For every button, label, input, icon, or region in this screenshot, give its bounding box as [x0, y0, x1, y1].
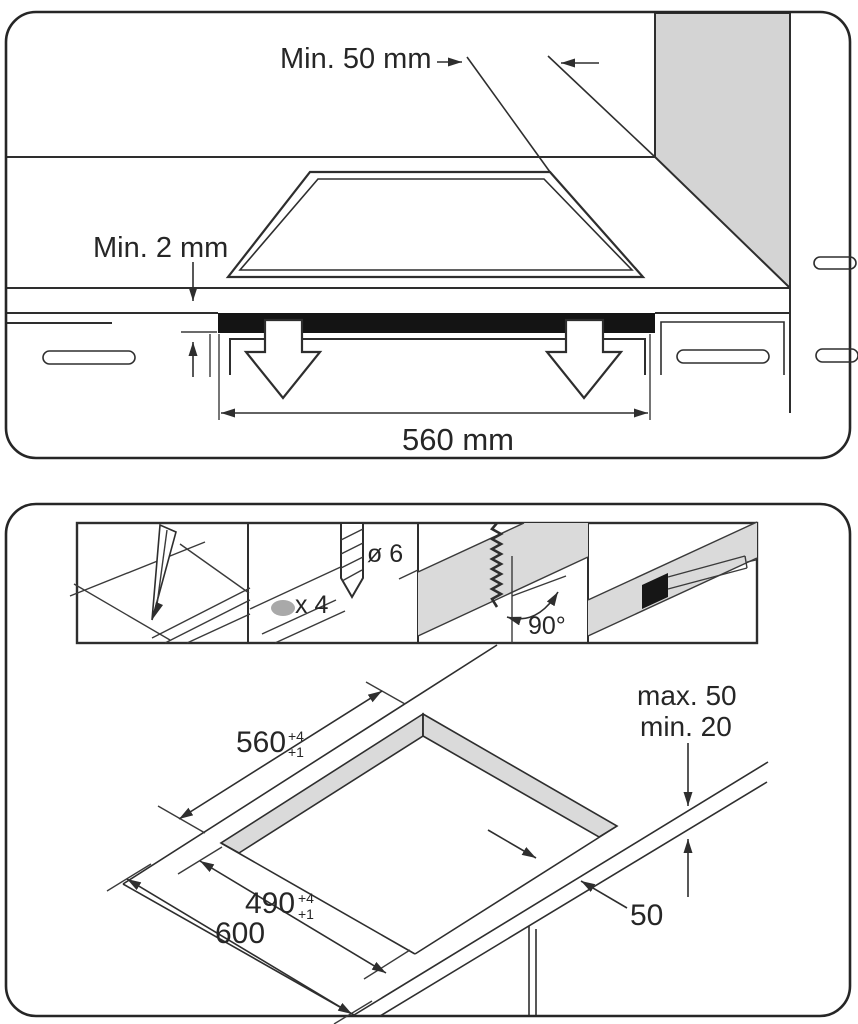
cutout-depth-dim: 490 +4 +1: [177, 846, 411, 980]
cutout-width-value: 560: [236, 726, 286, 759]
step-apply-seal: [587, 521, 758, 637]
cutout-width-dim: 560 +4 +1: [157, 681, 406, 834]
pencil-tip: [152, 602, 163, 620]
right-cabinet-slot: [676, 349, 770, 364]
cutout-band-right: [422, 712, 619, 838]
angle-arc: [506, 591, 559, 626]
front-clearance-dim: 50: [580, 880, 663, 932]
worktop-edge-band-2: [588, 522, 757, 636]
hole-count-label: x 4: [295, 591, 328, 619]
gap-label: Min. 2 mm: [93, 232, 228, 264]
side-wall: [654, 12, 791, 291]
thickness-min-label: min. 20: [640, 711, 732, 742]
drill-hole-dot: [271, 600, 295, 616]
cutout-depth-tol-lower: +1: [298, 906, 314, 922]
cutout-width-label: 560 mm: [402, 422, 514, 457]
cooktop-glass: [225, 170, 646, 279]
top-section-diagram: Min. 50 mm Min. 2 mm 560 mm: [4, 10, 858, 460]
cutout-depth-value: 490: [245, 887, 295, 920]
cutout-depth-tol-upper: +4: [298, 890, 314, 906]
wall-clearance-label: Min. 50 mm: [280, 43, 431, 75]
worktop-depth-value: 600: [215, 917, 265, 950]
cutout-width-tol-lower: +1: [288, 744, 304, 760]
cutout-edge-lower-right: [414, 825, 618, 955]
worktop-front-edge-top: [353, 761, 769, 1016]
thickness-max-label: max. 50: [637, 680, 737, 711]
insert-direction-arrow-icon: [487, 829, 537, 859]
insert-arrow-right-icon: [544, 318, 624, 400]
step-mark-outline: [69, 523, 251, 644]
worktop-thickness-dim: max. 50 min. 20: [637, 680, 737, 897]
seal-strip-icon: [642, 573, 668, 609]
wall-slot-lower: [815, 348, 858, 363]
step-drill-holes: x 4 ø 6: [249, 524, 419, 644]
top-panel-border: [4, 10, 852, 460]
cutout-width-tol-upper: +4: [288, 728, 304, 744]
cabinet-cutout-bracket: [229, 338, 646, 375]
front-clearance-leader: [580, 880, 628, 909]
right-cabinet-bracket: [660, 321, 785, 375]
drill-diameter-label: ø 6: [367, 540, 403, 568]
cutout-width-dimension: 560 mm: [218, 334, 651, 457]
wall-slot-upper: [813, 256, 857, 270]
left-cabinet-slot: [42, 350, 136, 365]
hob-body: [218, 313, 655, 333]
wall-clearance-annotation: Min. 50 mm: [280, 43, 656, 173]
leader-to-cooktop: [466, 56, 551, 173]
leader-to-wall: [547, 55, 656, 158]
worktop-edge-band: [418, 523, 588, 636]
worktop-back-edge: [122, 644, 498, 885]
front-clearance-value: 50: [630, 899, 663, 932]
jigsaw-blade-icon: [489, 522, 504, 608]
bottom-panel-border: [4, 502, 852, 1018]
bottom-section-diagram: x 4 ø 6 90°: [4, 502, 852, 1024]
insert-arrow-left-icon: [243, 318, 323, 400]
step-saw-cutout: 90°: [417, 522, 589, 643]
worktop-depth-dim: 600: [106, 863, 373, 1024]
installation-steps-strip: x 4 ø 6 90°: [69, 521, 759, 645]
gap-annotation: Min. 2 mm: [93, 232, 228, 377]
worktop-front-edge-bottom: [379, 781, 768, 1017]
saw-angle-label: 90°: [528, 612, 566, 640]
